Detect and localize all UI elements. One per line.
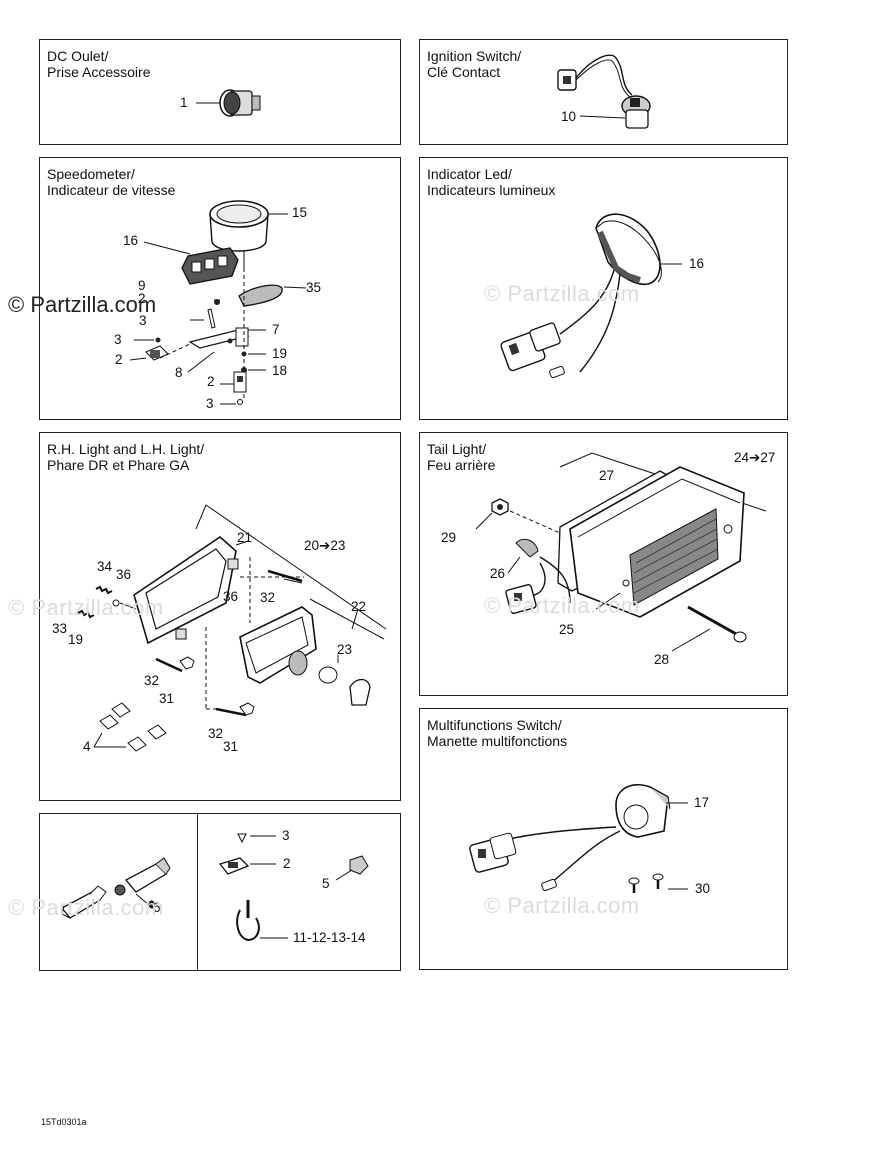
callout-27: 27 <box>599 468 615 483</box>
panel-misc: 6 3 2 5 11-12-13-14 <box>39 813 401 971</box>
panel-title: DC Oulet/ Prise Accessoire <box>47 48 151 80</box>
headlight-drawing <box>40 433 402 802</box>
callout-23: 23 <box>337 642 353 657</box>
watermark: © Partzilla.com <box>8 895 164 920</box>
callout-3b: 3 <box>114 332 122 347</box>
callout-19: 19 <box>68 632 84 647</box>
drawing-code: 15Td0301a <box>41 1117 87 1127</box>
dc-outlet-drawing <box>40 40 402 146</box>
callout-1: 1 <box>180 95 188 110</box>
callout-25: 25 <box>559 622 575 637</box>
callout-4: 4 <box>83 739 91 754</box>
callout-31: 31 <box>159 691 175 706</box>
callout-8: 8 <box>175 365 183 380</box>
panel-tail-light: Tail Light/ Feu arrière <box>419 432 788 696</box>
callout-35: 35 <box>306 280 322 295</box>
watermark-main: © Partzilla.com <box>8 292 157 317</box>
watermark: © Partzilla.com <box>484 281 640 306</box>
callout-36b: 36 <box>223 589 239 604</box>
callout-19: 19 <box>272 346 288 361</box>
callout-32: 32 <box>260 590 276 605</box>
callout-15: 15 <box>292 205 308 220</box>
misc-parts-drawing <box>40 814 402 972</box>
panel-ignition: Ignition Switch/ Clé Contact 10 <box>419 39 788 145</box>
callout-34: 34 <box>97 559 113 574</box>
callout-2c: 2 <box>207 374 215 389</box>
panel-title: R.H. Light and L.H. Light/ Phare DR et P… <box>47 441 205 473</box>
panel-title: Multifunctions Switch/ Manette multifonc… <box>427 717 568 749</box>
callout-2: 2 <box>283 856 291 871</box>
panel-title: Indicator Led/ Indicateurs lumineux <box>427 166 556 198</box>
watermark: © Partzilla.com <box>484 893 640 918</box>
callout-28: 28 <box>654 652 670 667</box>
panel-headlight: R.H. Light and L.H. Light/ Phare DR et P… <box>39 432 401 801</box>
panel-indicator-led: Indicator Led/ Indicateurs lumineux 16 <box>419 157 788 420</box>
callout-20-23: 20➔23 <box>304 538 346 553</box>
callout-7: 7 <box>272 322 280 337</box>
watermark: © Partzilla.com <box>8 595 164 620</box>
callout-22: 22 <box>351 599 367 614</box>
callout-16: 16 <box>689 256 705 271</box>
multifunction-switch-drawing <box>420 709 789 971</box>
speedometer-drawing <box>40 158 402 421</box>
callout-9: 9 <box>138 278 146 293</box>
callout-11-12-13-14: 11-12-13-14 <box>293 930 366 945</box>
callout-10: 10 <box>561 109 577 124</box>
callout-17: 17 <box>694 795 710 810</box>
panel-title: Ignition Switch/ Clé Contact <box>427 48 522 80</box>
panel-title: Tail Light/ Feu arrière <box>427 441 496 473</box>
callout-2: 2 <box>138 291 146 306</box>
callout-30: 30 <box>695 881 711 896</box>
callout-3c: 3 <box>206 396 214 411</box>
callout-31b: 31 <box>223 739 239 754</box>
callout-33: 33 <box>52 621 68 636</box>
callout-32c: 32 <box>208 726 224 741</box>
indicator-led-drawing <box>420 158 789 421</box>
callout-36: 36 <box>116 567 132 582</box>
callout-3: 3 <box>139 313 147 328</box>
panel-dc-outlet: DC Oulet/ Prise Accessoire 1 <box>39 39 401 145</box>
callout-26: 26 <box>490 566 506 581</box>
callout-21: 21 <box>237 530 253 545</box>
callout-6: 6 <box>153 900 161 915</box>
panel-title: Speedometer/ Indicateur de vitesse <box>47 166 176 198</box>
panel-multifunction: Multifunctions Switch/ Manette multifonc… <box>419 708 788 970</box>
callout-29: 29 <box>441 530 457 545</box>
callout-16: 16 <box>123 233 139 248</box>
panel-speedometer: Speedometer/ Indicateur de vitesse <box>39 157 401 420</box>
callout-3: 3 <box>282 828 290 843</box>
watermark: © Partzilla.com <box>484 593 640 618</box>
misc-divider <box>197 814 198 970</box>
callout-18: 18 <box>272 363 288 378</box>
callout-32b: 32 <box>144 673 160 688</box>
tail-light-drawing <box>420 433 789 697</box>
callout-2b: 2 <box>115 352 123 367</box>
callout-5: 5 <box>322 876 330 891</box>
callout-24-27: 24➔27 <box>734 450 776 465</box>
ignition-switch-drawing <box>420 40 789 146</box>
